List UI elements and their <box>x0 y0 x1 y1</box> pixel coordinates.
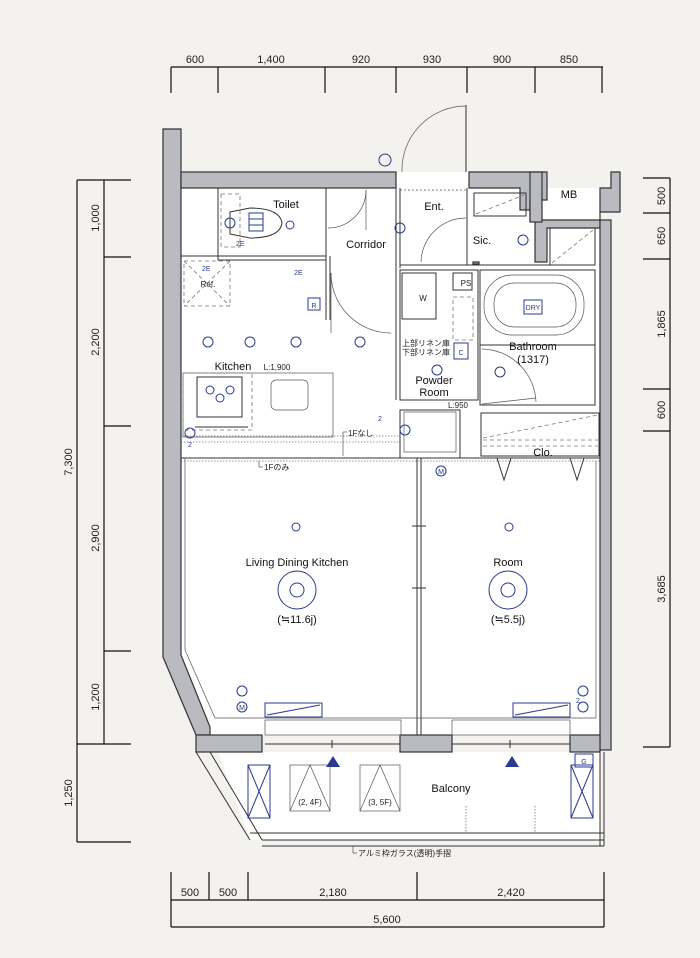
sic-door <box>420 217 467 263</box>
kitchen-door <box>330 272 392 334</box>
dim-bottom-4: 2,420 <box>497 887 525 899</box>
label-powder-room-2: Room <box>419 387 448 399</box>
toilet-fixture <box>220 193 295 248</box>
top-dimension: 600 1,400 920 930 900 850 <box>170 54 603 93</box>
dim-top-2: 1,400 <box>257 54 285 66</box>
label-mb: MB <box>561 189 578 201</box>
label-closet: Clo. <box>533 447 553 459</box>
label-gas-meter: G <box>581 759 586 766</box>
washer-fixture <box>401 272 473 320</box>
dim-top-6: 850 <box>560 54 578 66</box>
note-upper-linen: 上部リネン庫 <box>402 338 450 348</box>
label-kitchen: Kitchen <box>215 361 252 373</box>
windows <box>264 702 571 748</box>
note-2e-fridge: 2E <box>202 266 211 273</box>
dim-left-3: 2,900 <box>90 524 102 552</box>
balcony <box>195 751 605 847</box>
exit-marker-1 <box>326 756 340 767</box>
label-bathroom-size: (1317) <box>517 354 549 366</box>
dim-left-2: 2,200 <box>90 328 102 356</box>
dim-right-3: 1,865 <box>656 310 668 338</box>
dim-top-1: 600 <box>186 54 204 66</box>
label-outdoor-unit-1: (2, 4F) <box>298 798 322 807</box>
note-2-kitchen: 2 <box>188 442 192 449</box>
label-sic: Sic. <box>473 235 491 247</box>
label-toilet: Toilet <box>273 199 299 211</box>
label-ps: PS <box>461 279 472 288</box>
dim-right-1: 500 <box>656 187 668 205</box>
bathtub-fixture <box>483 274 585 336</box>
note-2-wall: 2 <box>378 416 382 423</box>
room-labels: Toilet Corridor Ent. MB Sic. PS W Ref. K… <box>201 189 587 807</box>
dim-right-4: 600 <box>656 401 668 419</box>
label-powder-room-1: Powder <box>415 375 453 387</box>
wall-top-left <box>180 171 397 189</box>
note-only-1f: 1Fのみ <box>264 463 289 472</box>
note-lower-linen: 下部リネン庫 <box>402 347 450 357</box>
dim-top-5: 900 <box>493 54 511 66</box>
label-fridge: Ref. <box>201 280 216 289</box>
dim-bottom-2: 500 <box>219 887 237 899</box>
label-kitchen-length: L:1,900 <box>264 363 291 372</box>
dim-right-2: 650 <box>656 227 668 245</box>
partitions <box>181 187 600 735</box>
note-2-room: 2 <box>576 698 580 705</box>
wall-bottom-right <box>569 734 601 753</box>
walls <box>162 128 621 753</box>
door-swings <box>327 189 537 405</box>
dim-bottom-1: 500 <box>181 887 199 899</box>
wall-bottom-middle <box>399 734 453 753</box>
annotations: 上部リネン庫 下部リネン庫 1Fなし 1Fのみ アルミ枠ガラス(透明)手摺 DR… <box>188 241 580 858</box>
label-entrance: Ent. <box>424 201 444 213</box>
dim-bottom-3: 2,180 <box>319 887 347 899</box>
note-handrail: アルミ枠ガラス(透明)手摺 <box>358 848 451 858</box>
dim-left-4: 1,200 <box>90 683 102 711</box>
wall-bottom-left <box>195 734 263 753</box>
right-dimension: 500 650 1,865 600 3,685 <box>643 177 671 748</box>
label-ldk: Living Dining Kitchen <box>246 557 349 569</box>
label-bathroom: Bathroom <box>509 341 557 353</box>
label-washer: W <box>419 294 427 303</box>
dim-bottom-total: 5,600 <box>373 914 401 926</box>
note-2e-toilet: 2E <box>236 241 245 248</box>
fridge-fixture <box>183 260 231 307</box>
dim-top-4: 930 <box>423 54 441 66</box>
storage-box-left <box>247 764 271 819</box>
note-m-1: M <box>438 469 444 476</box>
dim-left-1: 1,000 <box>90 204 102 232</box>
dim-left-total: 7,300 <box>63 448 75 476</box>
label-room: Room <box>493 557 522 569</box>
label-ldk-area: (≒11.6j) <box>277 614 317 626</box>
toilet-wall <box>217 187 327 261</box>
bottom-dimension: 500 500 2,180 2,420 5,600 <box>170 872 605 928</box>
note-2e-kitchen: 2E <box>294 270 303 277</box>
kitchen-counter <box>182 372 334 438</box>
exit-marker-2 <box>505 756 519 767</box>
floor-area <box>181 172 600 840</box>
label-corridor: Corridor <box>346 239 386 251</box>
wall-left <box>162 128 211 736</box>
electrical-symbols <box>184 153 589 713</box>
note-r: R <box>311 303 316 310</box>
note-c: C <box>458 350 463 357</box>
label-balcony: Balcony <box>431 783 471 795</box>
left-dimension: 1,000 2,200 2,900 1,200 7,300 1,250 <box>63 179 131 843</box>
label-powder-length: L:950 <box>448 401 469 410</box>
toilet-door <box>327 189 367 229</box>
entrance-door[interactable] <box>400 105 467 191</box>
note-dry: DRY <box>526 305 541 312</box>
fixtures <box>182 193 585 748</box>
wall-right <box>599 219 612 751</box>
dim-right-5: 3,685 <box>656 575 668 603</box>
dim-top-3: 920 <box>352 54 370 66</box>
label-outdoor-unit-2: (3, 5F) <box>368 798 392 807</box>
note-m-2: M <box>239 705 245 712</box>
note-no-1f: 1Fなし <box>348 429 373 438</box>
bathroom-door <box>481 348 537 403</box>
label-room-area: (≒5.5j) <box>491 614 525 626</box>
storage-box-right <box>570 764 594 819</box>
dim-left-balcony: 1,250 <box>63 779 75 807</box>
